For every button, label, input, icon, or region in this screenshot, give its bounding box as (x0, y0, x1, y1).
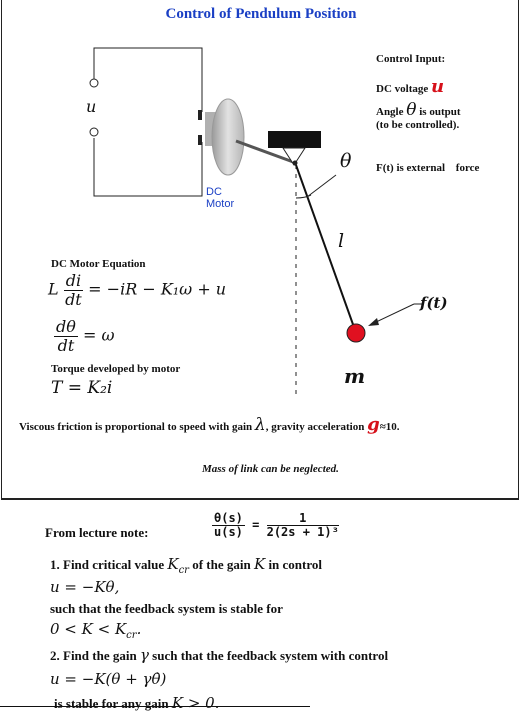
pivot-block-icon (268, 131, 321, 148)
question-2-stable-text: is stable for any gain K > 0. (54, 694, 220, 712)
motor-equation-angle: dθ dt = ω (54, 317, 115, 355)
circuit-wire-bottom (93, 138, 203, 197)
page-title: Control of Pendulum Position (165, 6, 357, 22)
torque-equation: T = K₂i (51, 378, 113, 398)
lecture-note-label: From lecture note: (45, 525, 149, 540)
angle-note: Angle θ is output (376, 100, 461, 120)
question-1-control-law: u = −Kθ, (50, 578, 120, 596)
question-1-range: 0 < K < Kcr. (50, 620, 142, 641)
question-1: 1. Find critical value Kcr of the gain K… (50, 555, 323, 576)
friction-note: Viscous friction is proportional to spee… (19, 414, 400, 435)
terminal-top-icon (89, 78, 99, 88)
question-1-stable-text: such that the feedback system is stable … (50, 601, 283, 616)
mass-note: Mass of link can be neglected. (202, 463, 339, 475)
pivot-point-icon (292, 160, 298, 166)
pivot-bracket-icon (282, 147, 306, 166)
length-label: l (338, 230, 345, 252)
torque-heading: Torque developed by motor (51, 363, 181, 375)
dc-voltage-note: DC voltage u (376, 76, 445, 97)
brush-top-icon (198, 110, 202, 120)
diagram-panel (1, 0, 519, 500)
control-input-heading: Control Input: (376, 53, 446, 65)
terminal-bottom-icon (89, 127, 99, 137)
motor-equation-heading: DC Motor Equation (51, 258, 146, 270)
brush-bottom-icon (198, 135, 202, 145)
theta-label: θ (340, 150, 352, 172)
question-2: 2. Find the gain γ such that the feedbac… (50, 646, 389, 664)
external-force-note: F(t) is external force (376, 162, 480, 174)
circuit-wire-top (93, 47, 203, 112)
pendulum-rod (295, 164, 356, 331)
theta-pointer (306, 174, 337, 198)
motor-shaft (235, 139, 297, 165)
force-arrow (371, 303, 415, 325)
external-force-label: f(t) (420, 294, 448, 312)
bottom-divider (0, 706, 310, 707)
motor-equation-current: L di dt = −iR − K₁ω + u (48, 271, 227, 309)
mass-label: m (344, 364, 366, 388)
motor-disc-icon (211, 98, 245, 176)
mass-ball-icon (346, 323, 366, 343)
pendulum-diagram (89, 47, 422, 395)
angle-arc-icon (295, 194, 312, 199)
force-arrowhead-icon (368, 318, 379, 326)
question-2-control-law: u = −K(θ + γθ̇) (50, 670, 167, 688)
motor-label: DC Motor (206, 186, 235, 211)
transfer-function: θ(s) u(s) = 1 2(2s + 1)³ (212, 511, 339, 540)
to-be-controlled-note: (to be controlled). (376, 119, 460, 131)
input-voltage-label: u (86, 97, 97, 116)
